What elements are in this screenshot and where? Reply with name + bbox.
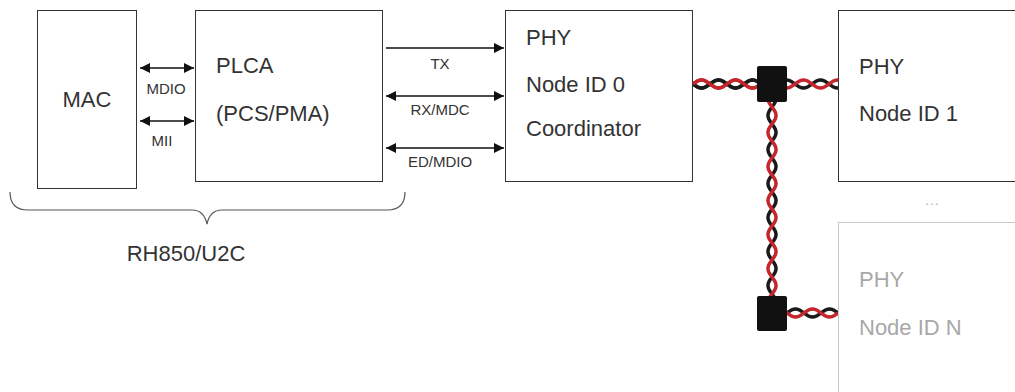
phy-node-greyed: PHY Node ID N (838, 222, 1015, 392)
signal-label: ED/MDIO (406, 153, 474, 170)
arrow-line (140, 67, 194, 69)
box-text: PHY (526, 25, 571, 51)
cable-wire (693, 80, 838, 317)
signal-label: MII (150, 132, 175, 149)
phy-coordinator: PHY Node ID 0 Coordinator (505, 10, 693, 182)
group-brace (10, 192, 405, 224)
twisted-pair-cable (693, 80, 838, 317)
box-text: PLCA (216, 53, 273, 79)
arrow-line (140, 120, 194, 122)
signal-label: MDIO (144, 80, 187, 97)
ellipsis: … (923, 191, 942, 208)
signal-arrow (140, 68, 194, 69)
phy-node: PHY Node ID 1 (838, 10, 1015, 182)
signal-arrow (386, 148, 504, 149)
box-text: (PCS/PMA) (216, 101, 330, 127)
signal-label: RX/MDC (408, 101, 471, 118)
plca-block: PLCA (PCS/PMA) (195, 10, 383, 182)
box-text: Node ID 0 (526, 72, 625, 98)
cable-junction (757, 296, 787, 331)
box-text: Node ID N (859, 315, 962, 341)
signal-label: TX (428, 55, 451, 72)
box-text: Node ID 1 (859, 101, 958, 127)
arrow-line (386, 147, 504, 149)
arrow-line (386, 95, 504, 97)
mac-box: MAC (37, 10, 137, 189)
chip-name: RH850/U2C (125, 241, 248, 266)
cable-wire (693, 80, 838, 317)
box-text: PHY (859, 267, 904, 293)
cable-junction (757, 66, 787, 102)
signal-arrow (386, 48, 504, 49)
box-text: Coordinator (526, 116, 641, 142)
signal-arrow (386, 96, 504, 97)
box-text: MAC (63, 87, 112, 113)
box-text: PHY (859, 54, 904, 80)
signal-arrow (140, 121, 194, 122)
arrow-line (386, 47, 504, 49)
